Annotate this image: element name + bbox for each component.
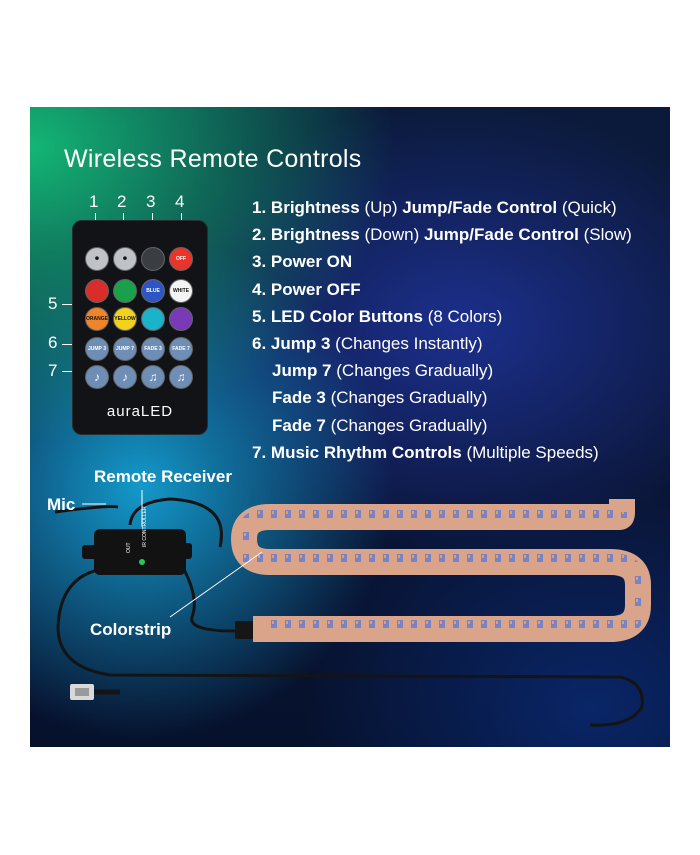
yellow-button[interactable]: YELLOW [114,308,136,330]
remote-receiver-label: Remote Receiver [94,467,232,486]
feature-list: 1. Brightness (Up) Jump/Fade Control (Qu… [252,194,632,466]
feature-detail: (Quick) [557,198,617,217]
feature-name: Music Rhythm Controls [270,442,462,462]
feature-detail: (Up) [359,198,403,217]
feature-name: Power OFF [270,279,361,299]
power-off-button[interactable]: OFF [170,248,192,270]
feature-number: 6. [252,333,267,353]
callout-7: 7 [48,361,58,380]
callout-1: 1 [89,192,99,211]
brightness-down-button[interactable]: ✺ [114,248,136,270]
feature-detail: (Changes Gradually) [331,361,494,381]
power-cable [56,567,644,727]
receiver-label-1: IR CONTROLLER [142,506,148,547]
feature-detail: (Changes Gradually) [325,388,488,408]
blue-button[interactable]: BLUE [142,280,164,302]
strip-connector-cable [178,561,236,633]
feature-list-item: Fade 7 (Changes Gradually) [252,412,632,439]
callout-4: 4 [175,192,185,211]
feature-number: 3. [252,252,267,272]
feature-list-item: 4. Power OFF [252,276,632,303]
feature-detail: (Changes Instantly) [330,333,483,353]
brand-logo: auraLED [106,403,174,420]
music-2-icon[interactable]: ♪ [114,366,136,388]
page-title: Wireless Remote Controls [64,145,362,173]
power-on-button[interactable] [142,248,164,270]
feature-detail: (Down) [359,225,424,245]
mic-label: Mic [47,495,76,514]
feature-list-item: 7. Music Rhythm Controls (Multiple Speed… [252,439,632,466]
feature-name: Jump 3 [270,333,331,353]
receiver-label-2: OUT [126,542,132,553]
feature-name: Fade 3 [272,388,326,408]
feature-list-item: Jump 7 (Changes Gradually) [252,357,632,384]
feature-detail: (8 Colors) [422,306,503,326]
brightness-up-button[interactable]: ✺ [86,248,108,270]
music-1-icon[interactable]: ♪ [86,366,108,388]
feature-name: Fade 7 [272,415,326,435]
feature-name: Jump/Fade Control [402,198,558,217]
feature-list-item: 3. Power ON [252,248,632,275]
callout-6: 6 [48,333,58,352]
callout-3: 3 [146,192,156,211]
product-graphic-panel: Wireless Remote Controls 1 2 3 4 5 6 7 ✺… [30,107,670,747]
music-4-icon[interactable]: ♫ [170,366,192,388]
feature-list-item: 2. Brightness (Down) Jump/Fade Control (… [252,221,632,248]
feature-list-item: 6. Jump 3 (Changes Instantly) [252,330,632,357]
feature-number: 2. [252,225,267,245]
feature-name: Jump 7 [272,361,332,381]
jump3-button[interactable]: JUMP 3 [86,338,108,360]
feature-detail: (Changes Gradually) [325,415,488,435]
feature-list-item: 1. Brightness (Up) Jump/Fade Control (Qu… [252,194,632,221]
fade7-button[interactable]: FADE 7 [170,338,192,360]
callout-5: 5 [48,294,58,313]
red-button[interactable] [86,280,108,302]
feature-detail: (Multiple Speeds) [461,442,599,462]
led-strip [230,498,651,642]
feature-list-item: Fade 3 (Changes Gradually) [252,384,632,411]
purple-button[interactable] [170,308,192,330]
feature-number: 4. [252,279,267,299]
orange-button[interactable]: ORANGE [86,308,108,330]
cyan-button[interactable] [142,308,164,330]
feature-list-item: 5. LED Color Buttons (8 Colors) [252,303,632,330]
white-button[interactable]: WHITE [170,280,192,302]
green-button[interactable] [114,280,136,302]
callout-2: 2 [117,192,127,211]
music-3-icon[interactable]: ♫ [142,366,164,388]
feature-name: Brightness [270,225,360,245]
hardware-illustration: IR CONTROLLER OUT [54,490,651,727]
feature-number: 7. [252,442,267,462]
usb-plug-icon [70,684,94,700]
colorstrip-pointer-line [169,551,263,618]
mic-cable [54,505,119,514]
feature-name: Power ON [270,252,353,272]
fade3-button[interactable]: FADE 3 [142,338,164,360]
jump7-button[interactable]: JUMP 7 [114,338,136,360]
feature-name: LED Color Buttons [270,306,423,326]
remote-receiver: IR CONTROLLER OUT [82,506,192,575]
callout-5-line [62,304,80,305]
feature-number: 1. [252,198,267,217]
feature-number: 5. [252,306,267,326]
feature-name: Brightness [270,198,360,217]
receiver-loop-cable [128,497,223,548]
colorstrip-label: Colorstrip [90,620,172,639]
remote-control: ✺ ✺ OFF BLUE WHITE ORANGE YELLOW JUMP 3 … [72,220,208,435]
feature-detail: (Slow) [578,225,632,245]
feature-name: Jump/Fade Control [423,225,579,245]
